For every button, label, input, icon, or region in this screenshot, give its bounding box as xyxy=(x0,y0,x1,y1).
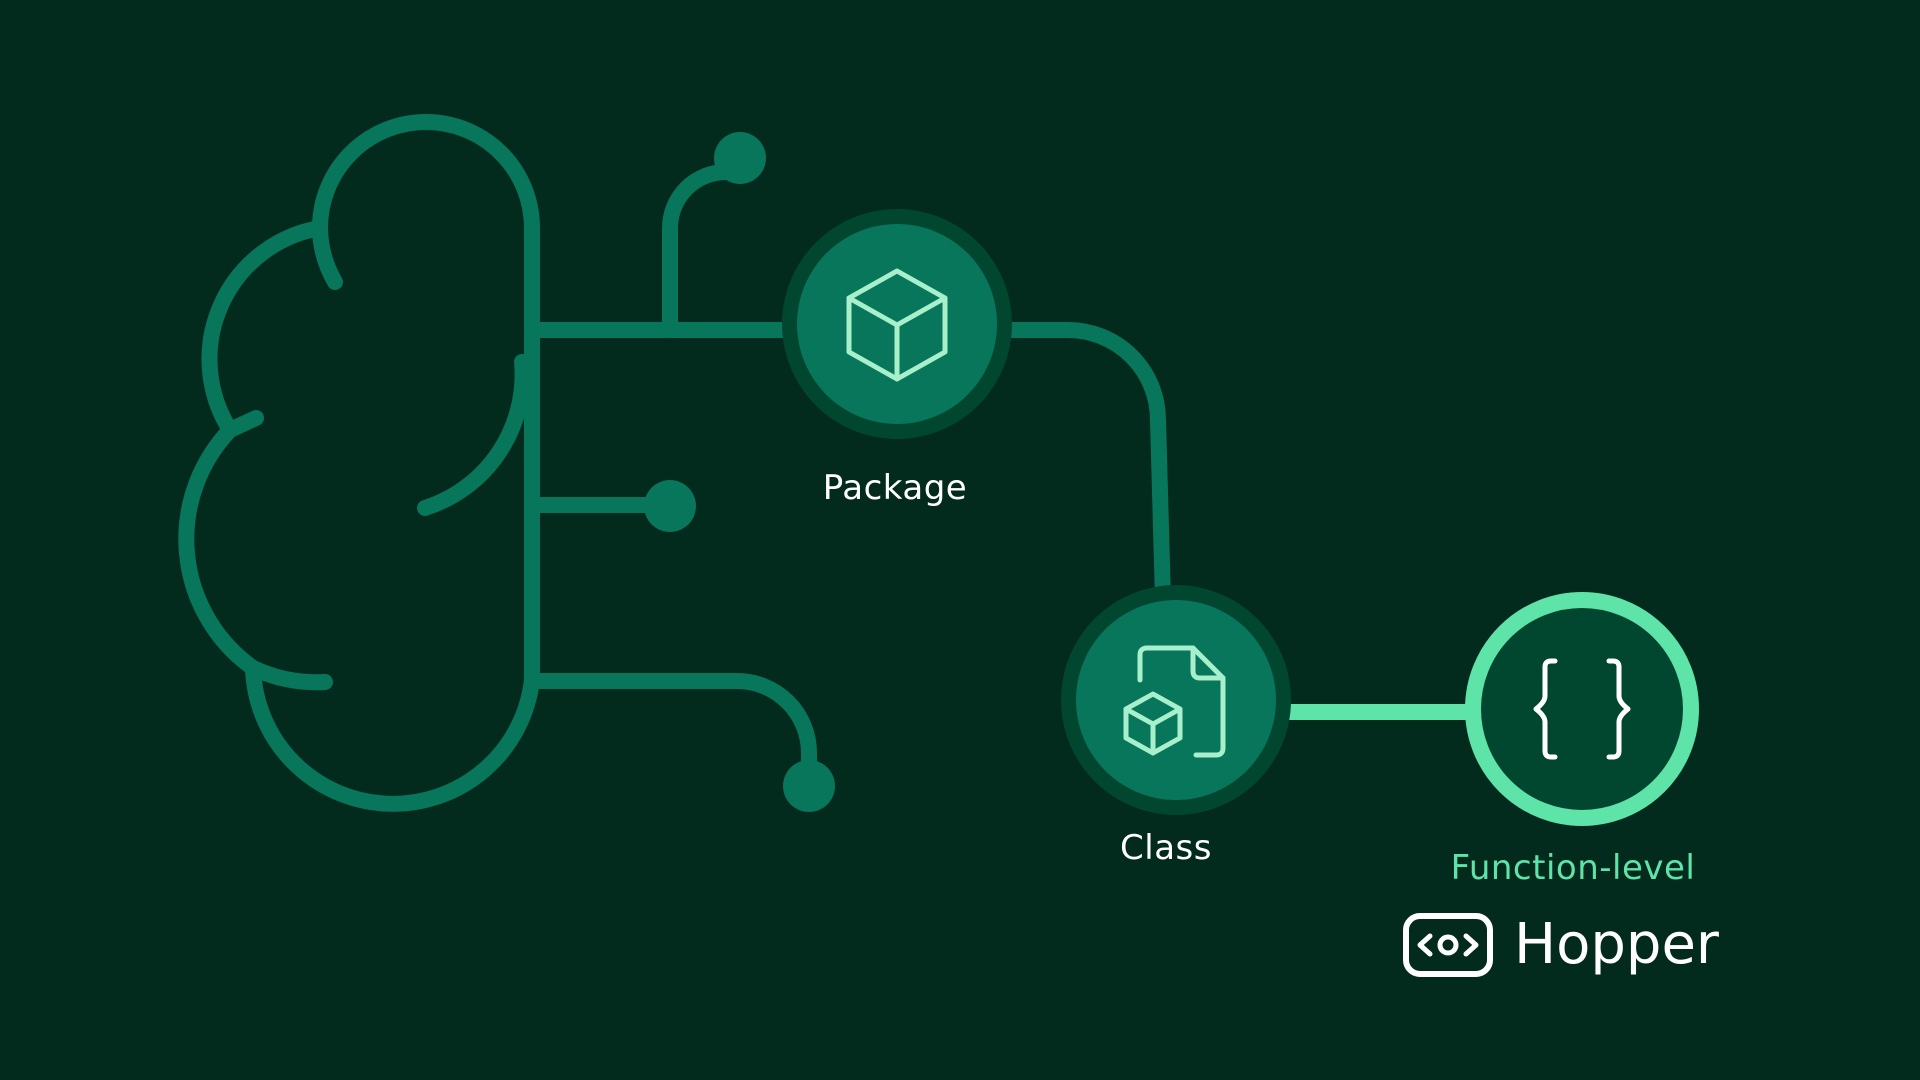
circuit-dot-middle xyxy=(644,480,696,532)
circuit-dot-top xyxy=(714,132,766,184)
brain-outline xyxy=(178,114,540,812)
hopper-brand: Hopper xyxy=(1402,912,1719,978)
function-level-label: Function-level xyxy=(1450,848,1696,888)
brain-icon xyxy=(178,114,540,812)
package-label: Package xyxy=(822,468,968,508)
brain-fold-left xyxy=(222,410,264,438)
brain-fold-bottom xyxy=(245,660,333,691)
circuit-lines xyxy=(524,164,817,788)
circuit-line-bottom xyxy=(524,673,817,788)
circuit-dot-bottom xyxy=(783,760,835,812)
edge-package-class xyxy=(992,322,1171,608)
file-cube-icon xyxy=(1123,645,1226,758)
circuit-line-top xyxy=(662,164,734,338)
brain-fold-center xyxy=(417,354,531,516)
class-label: Class xyxy=(1120,828,1212,868)
package-node xyxy=(782,209,1012,439)
brain-fold-top xyxy=(312,220,343,290)
circuit-endpoints xyxy=(644,132,835,812)
curly-braces-icon xyxy=(1533,658,1631,760)
brand-name: Hopper xyxy=(1514,912,1719,977)
class-node xyxy=(1061,585,1291,815)
code-brackets-logo-icon xyxy=(1403,913,1493,977)
function-node xyxy=(1465,592,1699,826)
cube-icon xyxy=(846,268,948,382)
